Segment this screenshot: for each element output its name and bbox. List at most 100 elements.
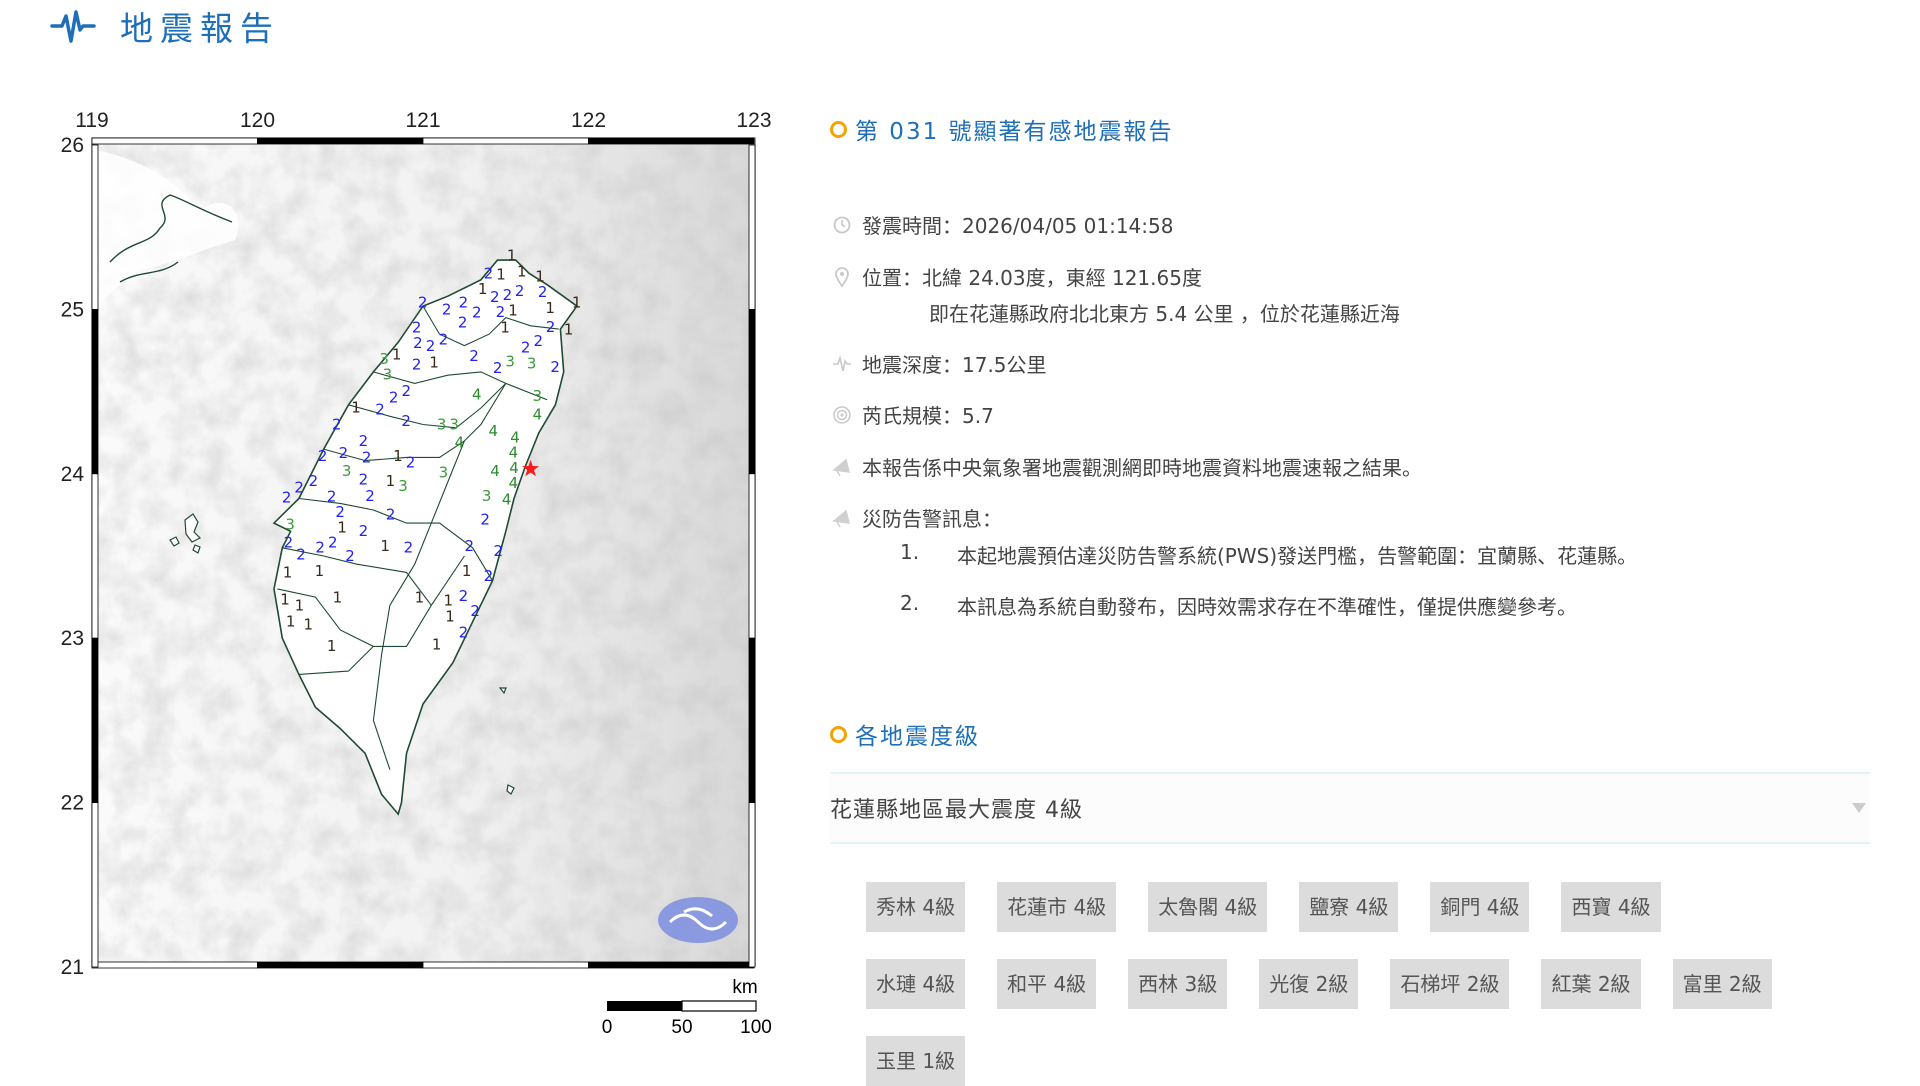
intensity-mark: 1	[351, 399, 361, 417]
warning-number: 1.	[900, 540, 920, 564]
intensity-mark: 4	[509, 459, 519, 477]
intensity-mark: 1	[380, 537, 390, 555]
map-pin-icon	[832, 266, 852, 287]
intensity-mark: 1	[444, 592, 454, 610]
page-header: 地震報告	[50, 4, 280, 48]
intensity-mark: 1	[337, 519, 347, 537]
intensity-mark: 1	[496, 265, 506, 283]
bullet-ring-icon	[830, 120, 847, 138]
station-chip: 富里 2級	[1672, 959, 1772, 1009]
county-boundary	[348, 383, 507, 429]
longitude-tick-label: 120	[240, 109, 275, 132]
frame-bar	[748, 144, 756, 310]
intensity-mark: 1	[462, 562, 472, 580]
intensity-mark: 1	[432, 635, 442, 653]
intensity-mark: 4	[509, 443, 519, 461]
intensity-section-title: 各地震度級	[830, 717, 980, 751]
station-chip: 秀林 4級	[866, 882, 966, 932]
location-detail: 即在花蓮縣政府北北東方 5.4 公里 ，位於花蓮縣近海	[929, 302, 1400, 326]
caret-down-icon[interactable]	[1852, 803, 1866, 813]
intensity-mark: 2	[315, 539, 325, 557]
intensity-mark: 4	[510, 428, 520, 446]
origin-time: 發震時間：2026/04/05 01:14:58	[862, 214, 1174, 238]
station-chip: 太魯閣 4級	[1148, 882, 1268, 932]
megaphone-icon	[832, 508, 852, 528]
intensity-mark: 2	[282, 489, 292, 507]
longitude-tick-label: 123	[736, 109, 771, 132]
intensity-mark: 3	[482, 487, 492, 505]
intensity-mark: 1	[429, 354, 439, 372]
intensity-mark: 1	[572, 294, 582, 312]
magnitude-row: 芮氏規模：5.7	[832, 400, 994, 429]
frame-bar	[91, 802, 99, 968]
frame-bar	[91, 961, 258, 969]
intensity-mark: 2	[412, 355, 422, 373]
location: 位置：北緯 24.03度，東經 121.65度	[862, 266, 1202, 290]
intensity-mark: 2	[412, 318, 422, 336]
frame-bar	[91, 473, 99, 639]
intensity-mark: 2	[484, 567, 494, 585]
magnitude-rings-icon	[832, 405, 852, 425]
intensity-mark: 1	[315, 562, 325, 580]
intensity-mark: 1	[304, 615, 314, 633]
intensity-mark: 2	[426, 337, 436, 355]
intensity-mark: 2	[359, 432, 369, 450]
intensity-mark: 2	[521, 339, 531, 357]
frame-bar	[257, 137, 424, 145]
county-boundary	[373, 371, 548, 401]
station-chip: 光復 2級	[1259, 959, 1359, 1009]
frame-bar	[91, 144, 99, 310]
region-intensity-accordion[interactable]: 花蓮縣地區最大震度 4級	[830, 772, 1870, 844]
clock-icon	[832, 215, 852, 235]
intensity-mark: 2	[402, 382, 412, 400]
intensity-mark: 2	[389, 389, 399, 407]
longitude-tick-label: 119	[75, 109, 108, 132]
intensity-mark: 4	[472, 385, 482, 403]
intensity-mark: 1	[500, 319, 510, 337]
latitude-tick-label: 25	[61, 298, 84, 321]
cwa-logo	[658, 897, 738, 943]
station-chip: 水璉 4級	[866, 959, 966, 1009]
intensity-mark: 2	[362, 449, 372, 467]
intensity-mark: 2	[469, 347, 479, 365]
station-chip: 花蓮市 4級	[997, 882, 1117, 932]
intensity-mark: 2	[459, 294, 469, 312]
intensity-mark: 1	[295, 597, 305, 615]
intensity-mark: 2	[327, 488, 337, 506]
county-boundary	[298, 646, 374, 675]
latitude-tick-label: 22	[61, 792, 84, 815]
station-intensity-list: 秀林 4級 花蓮市 4級 太魯閣 4級 鹽寮 4級 銅門 4級 西寶 4級 水璉…	[866, 882, 1786, 1086]
intensity-title-text: 各地震度級	[855, 724, 980, 750]
report-title: 第 031 號顯著有感地震報告	[830, 112, 1174, 146]
scale-bar: km 0 50 100	[602, 977, 772, 1038]
frame-bar	[588, 137, 755, 145]
bullet-ring-icon	[830, 725, 847, 743]
county-boundary	[464, 383, 507, 442]
intensity-mark: 2	[546, 318, 556, 336]
intensity-mark: 3	[533, 387, 543, 405]
map-frame-scale-bars	[91, 137, 756, 969]
intensity-mark: 1	[327, 637, 337, 655]
frame-bar	[748, 308, 756, 475]
source-note: 本報告係中央氣象署地震觀測網即時地震資料地震速報之結果。	[862, 456, 1422, 480]
scale-unit: km	[732, 977, 757, 998]
intensity-mark: 2	[442, 300, 452, 318]
intensity-mark: 3	[379, 350, 389, 368]
intensity-mark: 2	[490, 288, 500, 306]
station-chip: 銅門 4級	[1430, 882, 1530, 932]
latitude-tick-label: 26	[61, 134, 84, 157]
station-chip: 石梯坪 2級	[1390, 959, 1510, 1009]
report-title-text: 第 031 號顯著有感地震報告	[855, 119, 1174, 145]
intensity-mark: 1	[478, 280, 488, 298]
intensity-mark: 1	[535, 268, 545, 286]
county-boundary	[282, 547, 432, 606]
mainland-coast	[96, 150, 239, 310]
intensity-mark: 2	[503, 286, 513, 304]
latitude-tick-label: 21	[61, 956, 84, 979]
warning-number: 2.	[900, 591, 920, 615]
frame-bar	[422, 961, 589, 969]
intensity-mark: 2	[439, 330, 449, 348]
intensity-mark: 2	[318, 447, 328, 465]
intensity-mark: 2	[309, 472, 319, 490]
